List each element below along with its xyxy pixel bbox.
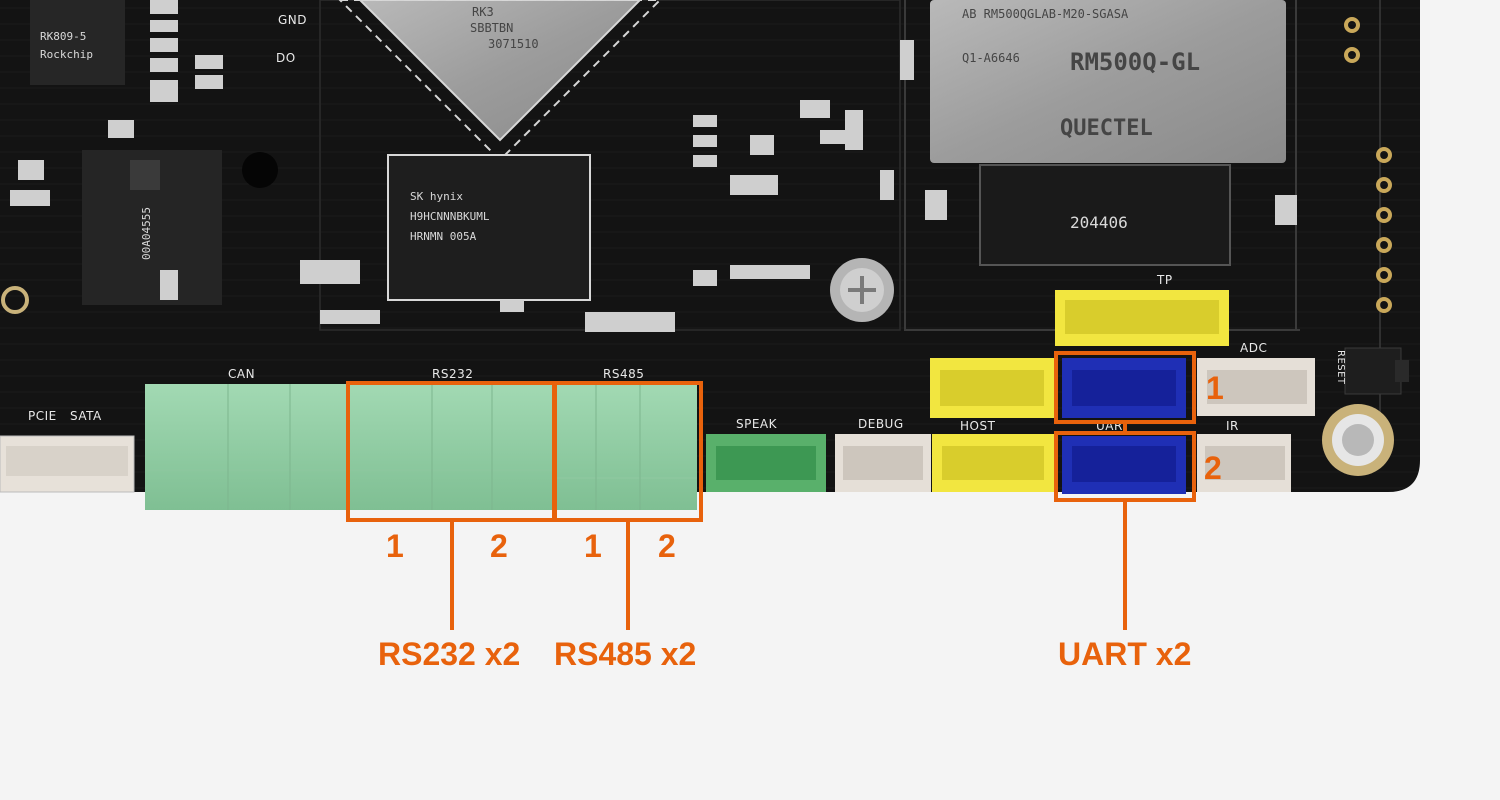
rs232-terminal — [350, 384, 555, 510]
gold-pads — [1344, 17, 1392, 313]
label-speak: SPEAK — [736, 417, 778, 431]
label-rs232: RS232 — [432, 367, 473, 381]
uart-connector-1 — [1062, 358, 1186, 418]
tp-connector — [1055, 290, 1229, 346]
modem-text-2: RM500Q-GL — [1070, 48, 1200, 76]
pad-hole — [1, 286, 29, 314]
debug-connector — [835, 434, 931, 492]
host-connector — [930, 358, 1054, 492]
label-reset: RESET — [1335, 350, 1346, 385]
emmc-text: 00A04555 — [140, 207, 153, 260]
mount-hole — [242, 152, 278, 188]
ir-connector — [1197, 434, 1291, 492]
pcie-sata-connector — [0, 435, 135, 493]
uart-connector-2 — [1062, 436, 1186, 494]
label-adc: ADC — [1240, 341, 1267, 355]
soc-text-1: RK3 — [472, 5, 494, 19]
modem-text-1: AB RM500QGLAB-M20-SGASA — [962, 7, 1129, 21]
label-pcie: PCIE — [28, 409, 57, 423]
label-can: CAN — [228, 367, 255, 381]
pmic-text: RK809-5 — [40, 30, 86, 43]
rs232-port-2-number: 2 — [490, 528, 508, 564]
label-gnd: GND — [278, 13, 307, 27]
ram-text-1: SK hynix — [410, 190, 463, 203]
rs232-port-1-number: 1 — [386, 528, 404, 564]
soc-text-2: SBBTBN — [470, 21, 513, 35]
rs485-callout-label: RS485 x2 — [554, 636, 697, 672]
callout-annotations — [346, 351, 1196, 630]
soc-text-3: 3071510 — [488, 37, 539, 51]
ram-text-2: H9HCNNNBKUML — [410, 210, 490, 223]
label-tp: TP — [1156, 273, 1173, 287]
screw — [830, 258, 894, 322]
soc-chip: RK3 SBBTBN 3071510 — [338, 0, 662, 162]
label-do: DO — [276, 51, 296, 65]
uart-port-1-number: 1 — [1206, 370, 1224, 406]
rs485-terminal — [555, 384, 697, 510]
pmic-chip: RK809-5 Rockchip — [30, 0, 125, 85]
modem-text-4: QUECTEL — [1060, 116, 1153, 141]
can-terminal — [145, 384, 350, 510]
label-ir: IR — [1226, 419, 1239, 433]
label-debug: DEBUG — [858, 417, 904, 431]
label-rs485: RS485 — [603, 367, 644, 381]
adc-connector — [1197, 358, 1315, 416]
uart-port-2-number: 2 — [1204, 450, 1222, 486]
ram-text-3: HRNMN 005A — [410, 230, 477, 243]
speak-connector — [706, 434, 826, 492]
reset-button — [1344, 347, 1409, 395]
ram-chip: SK hynix H9HCNNNBKUML HRNMN 005A — [387, 154, 591, 301]
rs485-port-2-number: 2 — [658, 528, 676, 564]
m2-slot-text: 204406 — [1070, 213, 1128, 232]
emmc-chip: 00A04555 — [82, 150, 222, 305]
modem-text-3: Q1-A6646 — [962, 51, 1020, 65]
pmic-brand: Rockchip — [40, 48, 93, 61]
label-sata: SATA — [70, 409, 102, 423]
smd-components — [10, 0, 1297, 332]
label-host: HOST — [960, 419, 996, 433]
uart-callout-label: UART x2 — [1058, 636, 1192, 672]
modem-module: AB RM500QGLAB-M20-SGASA RM500Q-GL Q1-A66… — [930, 0, 1286, 266]
rs232-callout-label: RS232 x2 — [378, 636, 521, 672]
rs485-port-1-number: 1 — [584, 528, 602, 564]
corner-mount-hole — [1322, 404, 1394, 476]
